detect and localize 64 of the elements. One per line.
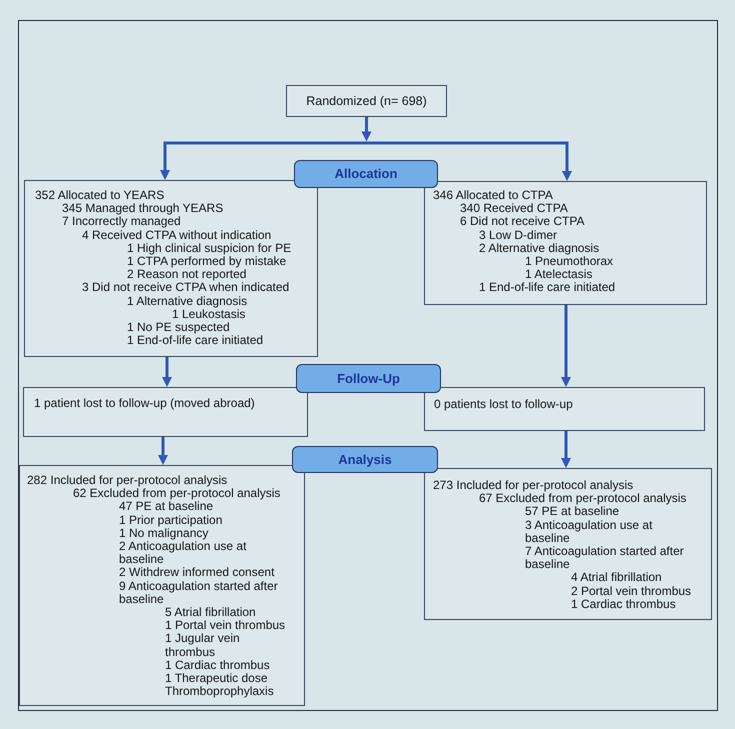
process-box: [23, 387, 308, 437]
node-text: 7 Anticoagulation started after baseline: [525, 545, 685, 572]
node-text: 273 Included for per-protocol analysis: [433, 479, 634, 492]
process-box: [424, 181, 707, 305]
node-text: 345 Managed through YEARS: [62, 202, 224, 216]
arrow: [366, 142, 572, 181]
node-text: 282 Included for per-protocol analysis: [27, 474, 228, 488]
node-text: 1 No PE suspected: [127, 321, 230, 334]
node-text: 1 No malignancy: [119, 526, 208, 540]
node-text: 4 Atrial fibrillation: [571, 571, 662, 585]
stage-title: Analysis: [338, 450, 392, 469]
node-text: 3 Low D-dimer: [479, 228, 558, 242]
node-text: 0 patients lost to follow-up: [434, 398, 573, 412]
node-text: 1 End-of-life care initiated: [127, 334, 264, 348]
arrow: [561, 431, 571, 468]
arrow: [160, 142, 366, 180]
node-text: 352 Allocated to YEARS: [35, 189, 164, 202]
node-text: 340 Received CTPA: [460, 202, 568, 216]
node-text: 62 Excluded from per-protocol analysis: [73, 487, 280, 500]
node-text: 2 Withdrew informed consent: [119, 566, 274, 580]
node-text: 9 Anticoagulation started after baseline: [119, 580, 279, 606]
node-text: 1 patient lost to follow-up (moved abroad): [34, 397, 255, 410]
process-box: [424, 468, 712, 620]
node-text: 1 High clinical suspicion for PE: [127, 242, 292, 256]
arrow: [162, 357, 172, 387]
node-text: 1 Therapeutic dose Thromboprophylaxis: [165, 672, 275, 698]
node-text: 1 Prior participation: [119, 514, 222, 527]
process-box: [424, 387, 705, 431]
node-text: 2 Alternative diagnosis: [479, 242, 600, 256]
node-text: 47 PE at baseline: [119, 500, 214, 514]
arrow: [158, 437, 168, 465]
node-text: 1 End-of-life care initiated: [479, 281, 616, 295]
node-text: 5 Atrial fibrillation: [165, 606, 256, 620]
node-text: 3 Anticoagulation use at baseline: [525, 518, 654, 546]
node-text: 1 Portal vein thrombus: [165, 619, 286, 632]
stage-pill: [292, 446, 438, 473]
node-text: 1 Jugular vein thrombus: [165, 632, 241, 659]
node-text: 2 Reason not reported: [127, 268, 246, 282]
stage-pill: [296, 364, 441, 393]
node-text: 3 Did not receive CTPA when indicated: [82, 281, 290, 295]
node-text: 4 Received CTPA without indication: [82, 228, 272, 242]
node-text: 57 PE at baseline: [525, 505, 620, 519]
node-text: 346 Allocated to CTPA: [433, 189, 553, 202]
arrow: [362, 117, 372, 142]
node-text: 2 Portal vein thrombus: [571, 584, 692, 598]
node-text: 1 Alternative diagnosis: [127, 294, 248, 308]
stage-pill: [294, 160, 438, 188]
node-text: 1 CTPA performed by mistake: [127, 255, 286, 268]
node-text: 1 Cardiac thrombus: [571, 598, 676, 612]
node-text: 6 Did not receive CTPA: [460, 215, 584, 229]
node-text: 1 Leukostasis: [172, 308, 246, 322]
node-text: 1 Atelectasis: [525, 268, 592, 282]
node-text: 67 Excluded from per-protocol analysis: [479, 492, 686, 506]
node-text: 2 Anticoagulation use at baseline: [119, 540, 248, 566]
process-box: [24, 180, 318, 357]
process-box: [286, 85, 447, 117]
arrow: [561, 305, 571, 387]
node-text: 7 Incorrectly managed: [62, 215, 181, 229]
stage-title: Follow-Up: [337, 370, 400, 388]
process-box: [19, 465, 305, 706]
stage-title: Allocation: [334, 165, 398, 184]
node-text: 1 Pneumothorax: [525, 255, 614, 268]
node-text: 1 Cardiac thrombus: [165, 658, 270, 672]
node-text: Randomized (n= 698): [306, 92, 427, 110]
